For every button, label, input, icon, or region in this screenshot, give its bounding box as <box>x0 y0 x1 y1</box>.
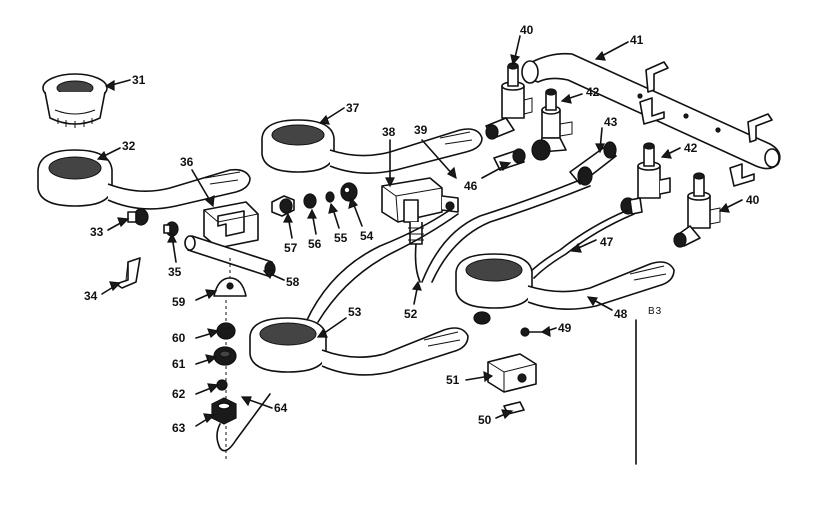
leader-arrows <box>96 35 743 427</box>
tube-52 <box>414 243 421 283</box>
burner-cap-31 <box>42 73 108 128</box>
label-61: 61 <box>172 357 186 371</box>
fitting-54 <box>340 182 358 202</box>
fitting-61 <box>213 346 237 366</box>
burner-32 <box>37 149 251 210</box>
label-41: 41 <box>630 33 644 47</box>
burner-48 <box>455 253 675 325</box>
label-47: 47 <box>600 235 614 249</box>
burner-53 <box>249 317 469 376</box>
fitting-46 <box>493 148 526 171</box>
label-40-top: 40 <box>520 23 534 37</box>
label-58: 58 <box>286 275 300 289</box>
label-32: 32 <box>122 139 136 153</box>
air-shutter-36 <box>203 201 259 249</box>
label-48: 48 <box>614 307 628 321</box>
label-37: 37 <box>346 101 360 115</box>
fitting-60 <box>216 322 236 340</box>
label-42-top: 42 <box>586 85 600 99</box>
bracket-51 <box>487 353 537 393</box>
corner-note: B3 <box>648 306 662 317</box>
gas-tube-front-left-b <box>317 213 459 323</box>
fitting-56 <box>303 193 317 209</box>
gas-tube-47 <box>527 209 629 275</box>
label-59: 59 <box>172 295 186 309</box>
label-43: 43 <box>604 115 618 129</box>
gas-tube-47-b <box>533 213 635 279</box>
label-52: 52 <box>404 307 418 321</box>
gas-tube-64 <box>216 393 271 452</box>
label-38: 38 <box>382 125 396 139</box>
manifold-41 <box>521 52 781 187</box>
valve-42b <box>620 142 671 215</box>
label-39: 39 <box>414 123 428 137</box>
gas-tube-center-b <box>431 185 591 283</box>
bracket-34 <box>115 257 141 289</box>
label-60: 60 <box>172 331 186 345</box>
label-46: 46 <box>464 179 478 193</box>
label-55: 55 <box>334 231 348 245</box>
label-50: 50 <box>478 413 492 427</box>
valve-40a <box>485 62 533 140</box>
label-31: 31 <box>132 73 146 87</box>
label-34: 34 <box>84 289 98 303</box>
label-63: 63 <box>172 421 186 435</box>
burner-37 <box>261 119 483 174</box>
label-57: 57 <box>284 241 298 255</box>
label-54: 54 <box>360 229 374 243</box>
fitting-57 <box>271 195 295 217</box>
fitting-63 <box>211 397 237 425</box>
label-35: 35 <box>168 265 182 279</box>
orifice-33 <box>127 208 149 226</box>
label-53: 53 <box>348 305 362 319</box>
label-33: 33 <box>90 225 104 239</box>
screw-49 <box>520 327 545 337</box>
fitting-59 <box>213 277 247 297</box>
valve-38 <box>381 177 459 245</box>
label-36: 36 <box>180 155 194 169</box>
label-49: 49 <box>558 321 572 335</box>
orifice-35 <box>163 221 179 237</box>
label-40-right: 40 <box>746 193 760 207</box>
gas-tube-center <box>421 179 581 283</box>
valve-40b <box>673 172 721 248</box>
label-51: 51 <box>446 373 460 387</box>
valve-42a <box>531 88 573 161</box>
label-42-right: 42 <box>684 141 698 155</box>
fitting-55 <box>325 191 335 203</box>
label-64: 64 <box>274 401 288 415</box>
gas-tube-front-left <box>305 209 451 323</box>
orifice-holder-43 <box>569 141 617 186</box>
label-62: 62 <box>172 387 186 401</box>
label-56: 56 <box>308 237 322 251</box>
